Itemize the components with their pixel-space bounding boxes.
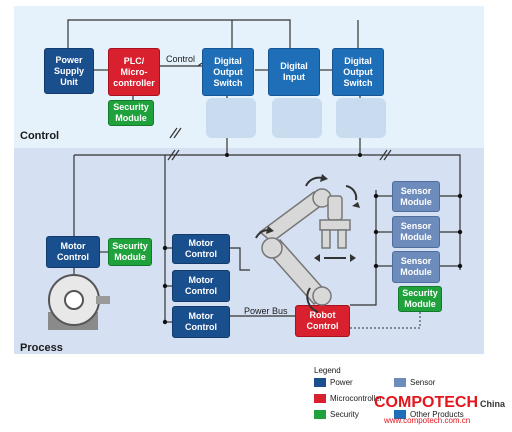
section-control: Control — [20, 130, 60, 142]
security-module-top[interactable]: Security Module — [108, 100, 154, 126]
legend-label-sensor: Sensor — [410, 378, 436, 387]
plc-microcontroller[interactable]: PLC/ Micro- controller — [108, 48, 160, 96]
legend-swatch-microcontroller — [314, 394, 326, 403]
section-process: Process — [20, 342, 63, 354]
legend-swatch-power — [314, 378, 326, 387]
legend-swatch-sensor — [394, 378, 406, 387]
control-line-label: Control — [166, 54, 196, 64]
legend-swatch-security — [314, 410, 326, 419]
switch-shadow-3 — [336, 98, 386, 138]
watermark-suffix: China — [480, 399, 506, 409]
security-module-right[interactable]: Security Module — [398, 286, 442, 312]
legend-label-other-products: Other Products — [410, 410, 464, 419]
legend-label-power: Power — [330, 378, 353, 387]
digital-output-switch-1[interactable]: Digital Output Switch — [202, 48, 254, 96]
sensor-module-1[interactable]: Sensor Module — [392, 181, 440, 212]
sensor-module-2[interactable]: Sensor Module — [392, 216, 440, 248]
watermark-brand-text: COMPOTECH — [374, 394, 478, 411]
legend-label-security: Security — [330, 410, 359, 419]
sensor-module-3[interactable]: Sensor Module — [392, 251, 440, 283]
legend-label-microcontroller: Microcontroller — [330, 394, 383, 403]
power-supply-unit[interactable]: Power Supply Unit — [44, 48, 94, 94]
motor-control-left[interactable]: Motor Control — [46, 236, 100, 268]
digital-input[interactable]: Digital Input — [268, 48, 320, 96]
switch-shadow-1 — [206, 98, 256, 138]
motor-control-1[interactable]: Motor Control — [172, 234, 230, 264]
robot-control[interactable]: Robot Control — [295, 305, 350, 337]
motor-control-3[interactable]: Motor Control — [172, 306, 230, 338]
security-module-left[interactable]: Security Module — [108, 238, 152, 266]
legend-title: Legend — [314, 366, 341, 375]
legend-swatch-other-products — [394, 410, 406, 419]
watermark-url: www.compotech.com.cn — [384, 416, 471, 425]
digital-output-switch-2[interactable]: Digital Output Switch — [332, 48, 384, 96]
motor-control-2[interactable]: Motor Control — [172, 270, 230, 302]
switch-shadow-2 — [272, 98, 322, 138]
power-bus-label: Power Bus — [244, 306, 288, 316]
